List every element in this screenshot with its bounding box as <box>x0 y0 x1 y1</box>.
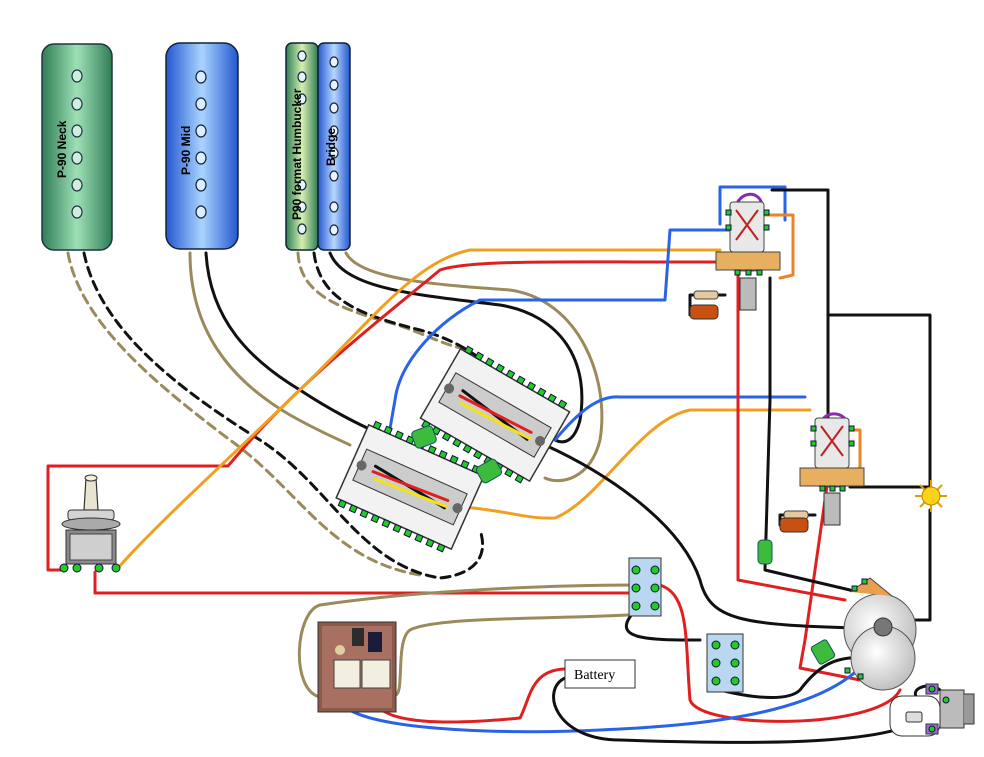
battery-label: Battery <box>574 668 615 683</box>
neck-pickup-label: P-90 Neck <box>55 120 69 178</box>
capacitor-green-mid <box>757 539 773 565</box>
blade-switch-right <box>419 345 571 484</box>
mid-pickup: P-90 Mid <box>165 42 239 250</box>
volume-pot-top <box>715 201 781 311</box>
capacitor-switch-left <box>411 425 437 449</box>
tone-pot-bottom <box>799 417 865 526</box>
mini-switch-upper <box>628 557 662 617</box>
output-jack-pots <box>810 577 917 691</box>
humbucker-front-label: P90 format Humbucker <box>290 88 304 220</box>
pot-bottom-lugs <box>810 425 855 492</box>
led-indicator-icon <box>915 480 947 512</box>
neck-pole-pieces <box>71 69 83 219</box>
mid-pole-pieces <box>195 70 207 219</box>
bridge-humbucker: P90 format Humbucker Bridge <box>285 42 351 251</box>
resistor-bottom <box>779 510 809 533</box>
mid-pickup-label: P-90 Mid <box>179 126 193 175</box>
toggle-switch <box>59 474 121 573</box>
battery-box: Battery <box>564 659 636 689</box>
mini-switch-lower <box>706 633 744 693</box>
toggle-lugs <box>59 563 121 573</box>
capacitor-switch-right <box>475 458 503 484</box>
pot-top-lugs <box>725 209 770 276</box>
humbucker-rear-label: Bridge <box>324 128 338 166</box>
blade-switch-left <box>335 420 485 553</box>
stereo-output-jack <box>889 683 975 737</box>
neck-pickup: P-90 Neck <box>41 43 113 251</box>
switch-right-lugs <box>421 345 568 484</box>
preamp-circuit-board <box>317 621 397 713</box>
bridge-pole-pieces <box>297 50 339 236</box>
resistor-top <box>689 290 719 320</box>
